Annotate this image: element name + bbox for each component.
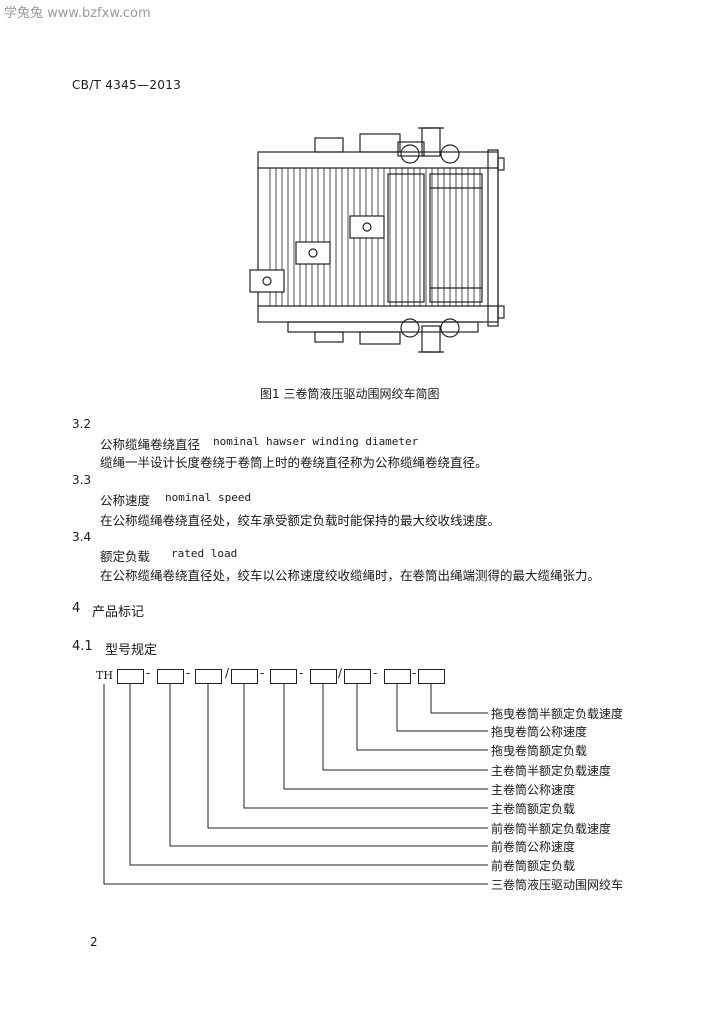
label-front-drum-half-load-speed: 前卷筒半额定负载速度 bbox=[491, 822, 612, 836]
code-box-7 bbox=[344, 669, 371, 684]
code-box-5 bbox=[270, 669, 297, 684]
section-3-4-definition: 在公称缆绳卷绕直径处，绞车以公称速度绞收缆绳时，在卷筒出绳端测得的最大缆绳张力。 bbox=[100, 568, 601, 583]
page-number: 2 bbox=[90, 935, 98, 949]
section-4-1-title: 型号规定 bbox=[105, 643, 158, 658]
code-box-8 bbox=[384, 669, 411, 684]
code-slash: / bbox=[225, 666, 230, 680]
label-tow-drum-half-load-speed: 拖曳卷筒半额定负载速度 bbox=[491, 707, 624, 721]
watermark: 学兔兔 www.bzfxw.com bbox=[4, 6, 151, 21]
label-main-drum-rated-load: 主卷筒额定负载 bbox=[491, 802, 576, 816]
code-dash: - bbox=[412, 666, 417, 680]
code-dash: - bbox=[260, 666, 265, 680]
label-front-drum-nominal-speed: 前卷筒公称速度 bbox=[491, 840, 576, 854]
label-main-drum-nominal-speed: 主卷筒公称速度 bbox=[491, 783, 576, 797]
section-4-number: 4 bbox=[72, 601, 81, 616]
code-dash: - bbox=[373, 666, 378, 680]
model-prefix: TH bbox=[96, 669, 113, 682]
section-3-3-definition: 在公称缆绳卷绕直径处，绞车承受额定负载时能保持的最大绞收线速度。 bbox=[100, 513, 501, 528]
section-3-4-term-zh: 额定负载 bbox=[100, 549, 151, 564]
section-3-3-number: 3.3 bbox=[72, 473, 92, 487]
section-4-title: 产品标记 bbox=[92, 605, 145, 620]
code-slash: / bbox=[338, 666, 343, 680]
label-tow-drum-nominal-speed: 拖曳卷筒公称速度 bbox=[491, 725, 588, 739]
winch-drawing bbox=[249, 127, 505, 353]
code-dash: - bbox=[186, 666, 191, 680]
section-3-4-term-en: rated load bbox=[171, 547, 238, 560]
code-box-1 bbox=[117, 669, 144, 684]
code-box-2 bbox=[157, 669, 184, 684]
section-3-4-number: 3.4 bbox=[72, 530, 92, 544]
code-box-4 bbox=[231, 669, 258, 684]
code-box-9 bbox=[418, 669, 445, 684]
code-dash: - bbox=[146, 666, 151, 680]
section-3-2-term-en: nominal hawser winding diameter bbox=[213, 435, 419, 448]
label-front-drum-rated-load: 前卷筒额定负载 bbox=[491, 859, 576, 873]
section-4-1-number: 4.1 bbox=[72, 639, 93, 654]
section-3-2-number: 3.2 bbox=[72, 417, 92, 431]
label-tow-drum-rated-load: 拖曳卷筒额定负载 bbox=[491, 744, 588, 758]
label-three-drum-winch: 三卷筒液压驱动围网绞车 bbox=[491, 878, 624, 892]
section-3-3-term-zh: 公称速度 bbox=[100, 493, 151, 508]
standard-code: CB/T 4345—2013 bbox=[72, 78, 182, 92]
code-dash: - bbox=[299, 666, 304, 680]
label-main-drum-half-load-speed: 主卷筒半额定负载速度 bbox=[491, 764, 612, 778]
figure-caption: 图1 三卷筒液压驱动围网绞车简图 bbox=[260, 387, 440, 401]
section-3-3-term-en: nominal speed bbox=[165, 491, 252, 504]
section-3-2-term-zh: 公称缆绳卷绕直径 bbox=[100, 437, 201, 452]
section-3-2-definition: 缆绳一半设计长度卷绕于卷筒上时的卷绕直径称为公称缆绳卷绕直径。 bbox=[100, 455, 488, 470]
code-box-3 bbox=[195, 669, 222, 684]
code-box-6 bbox=[310, 669, 337, 684]
